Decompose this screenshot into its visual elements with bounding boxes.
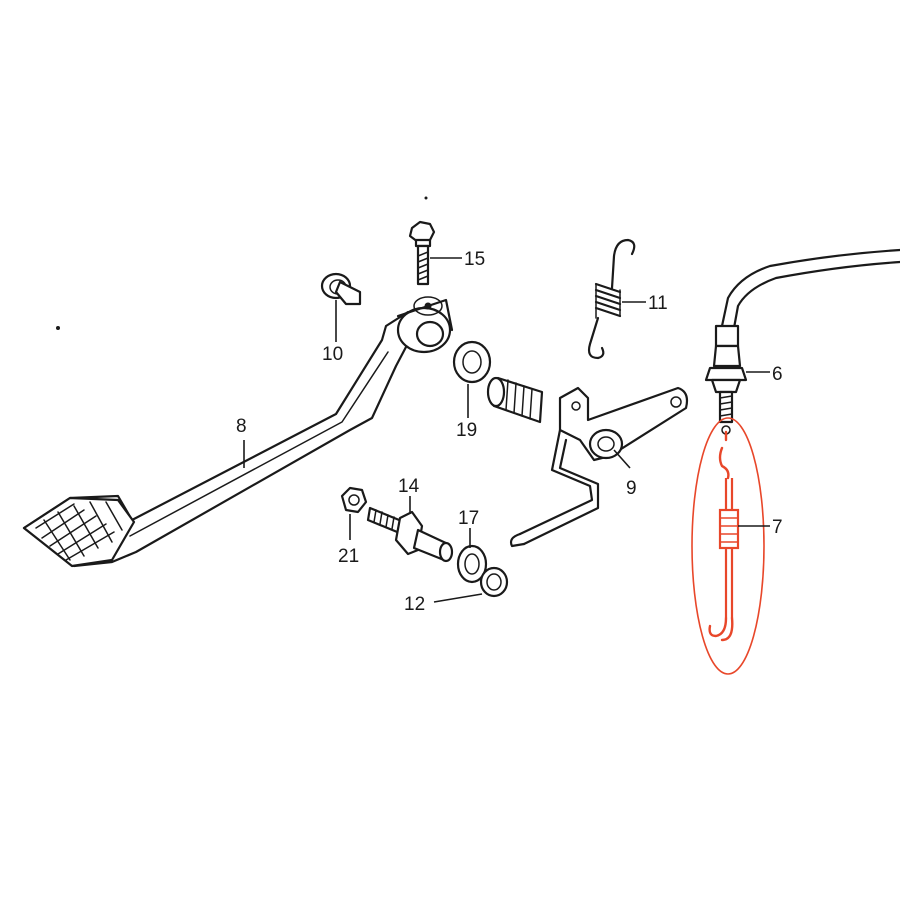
callout-11: 11 — [648, 293, 668, 314]
bushing-part-17[interactable] — [456, 544, 488, 584]
pedal-pad-grid — [35, 501, 123, 561]
cap-part-10[interactable] — [320, 272, 362, 306]
washer-part-19[interactable] — [452, 340, 492, 384]
callout-7: 7 — [772, 517, 783, 538]
spring-rod-part-7[interactable] — [691, 417, 765, 675]
callout-12: 12 — [404, 594, 425, 615]
callout-14: 14 — [398, 476, 420, 497]
brake-cable-part-6[interactable] — [704, 248, 900, 435]
brake-pedal-part-8[interactable] — [22, 296, 454, 568]
callout-8: 8 — [236, 416, 247, 437]
callout-15: 15 — [464, 249, 485, 270]
highlight-ring — [691, 417, 765, 675]
speck — [424, 196, 428, 200]
brake-arm-part-9[interactable] — [486, 376, 689, 548]
nut-part-21[interactable] — [340, 486, 368, 514]
speck — [56, 326, 60, 330]
callout-21: 21 — [338, 546, 359, 567]
callout-10: 10 — [322, 344, 343, 365]
callout-labels: 8 10 15 19 11 9 6 7 14 21 17 12 — [236, 249, 783, 615]
stud-part-14[interactable] — [366, 506, 454, 563]
callout-17: 17 — [458, 508, 479, 529]
spring-part-11[interactable] — [587, 238, 636, 360]
callout-19: 19 — [456, 420, 477, 441]
bolt-part-15[interactable] — [408, 220, 436, 286]
callout-6: 6 — [772, 364, 783, 385]
leader-lines — [243, 257, 770, 603]
callout-9: 9 — [626, 478, 637, 499]
seal-part-12[interactable] — [479, 566, 509, 598]
